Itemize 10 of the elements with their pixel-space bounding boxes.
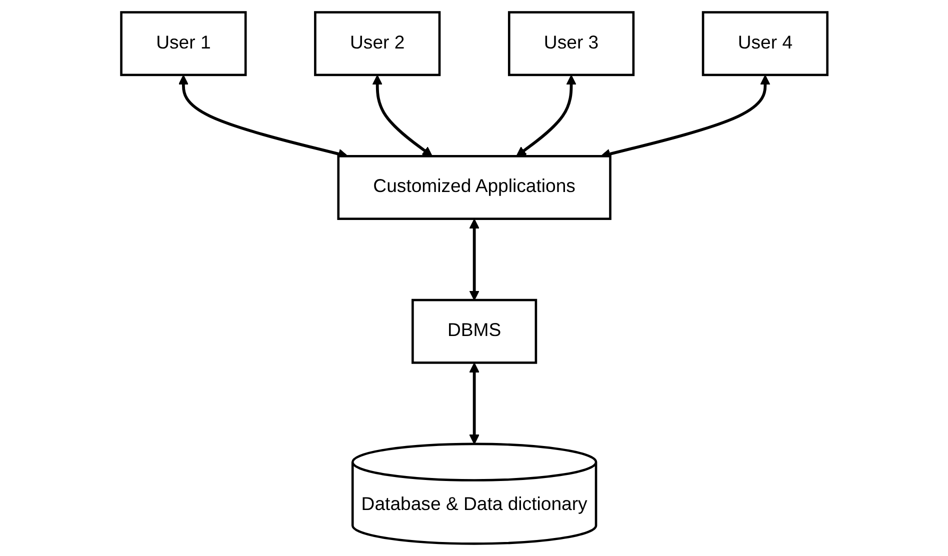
node-box: User 3 [508,11,634,76]
arrow [468,362,480,444]
node-box: DBMS [411,298,537,364]
node-box: User 4 [702,11,828,76]
node-box: User 2 [314,11,440,76]
arrow [516,74,576,157]
arrow [372,74,432,157]
node-box: Customized Applications [336,155,612,220]
arrow [468,218,480,300]
node-box: User 1 [120,11,246,76]
